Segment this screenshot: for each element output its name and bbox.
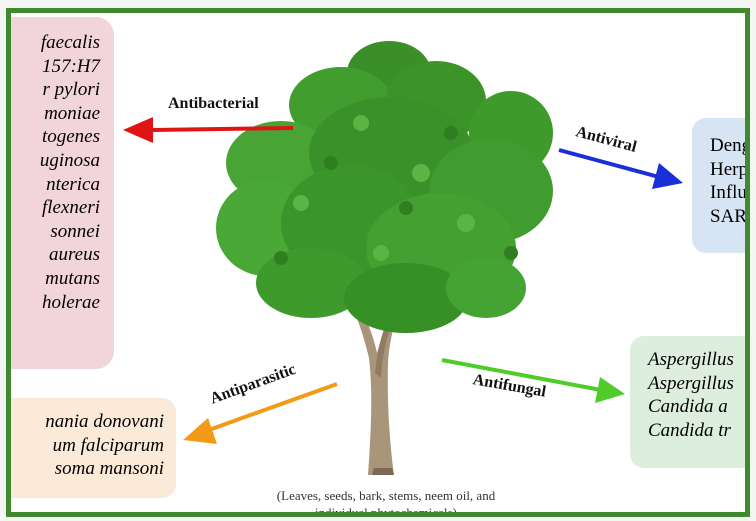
- antiviral-arrow: [559, 150, 683, 189]
- antiparasitic-arrow: [183, 384, 337, 444]
- caption-line-1: (Leaves, seeds, bark, stems, neem oil, a…: [231, 487, 541, 504]
- caption-line-2: individual phytochemicals): [231, 504, 541, 517]
- tree-caption: (Leaves, seeds, bark, stems, neem oil, a…: [231, 487, 541, 517]
- diagram-frame: faecalis 157:H7 r pylori moniae togenes …: [6, 8, 750, 517]
- tree-foliage: [216, 41, 553, 333]
- antibacterial-label: Antibacterial: [168, 95, 259, 113]
- tree-and-arrows: [11, 13, 750, 517]
